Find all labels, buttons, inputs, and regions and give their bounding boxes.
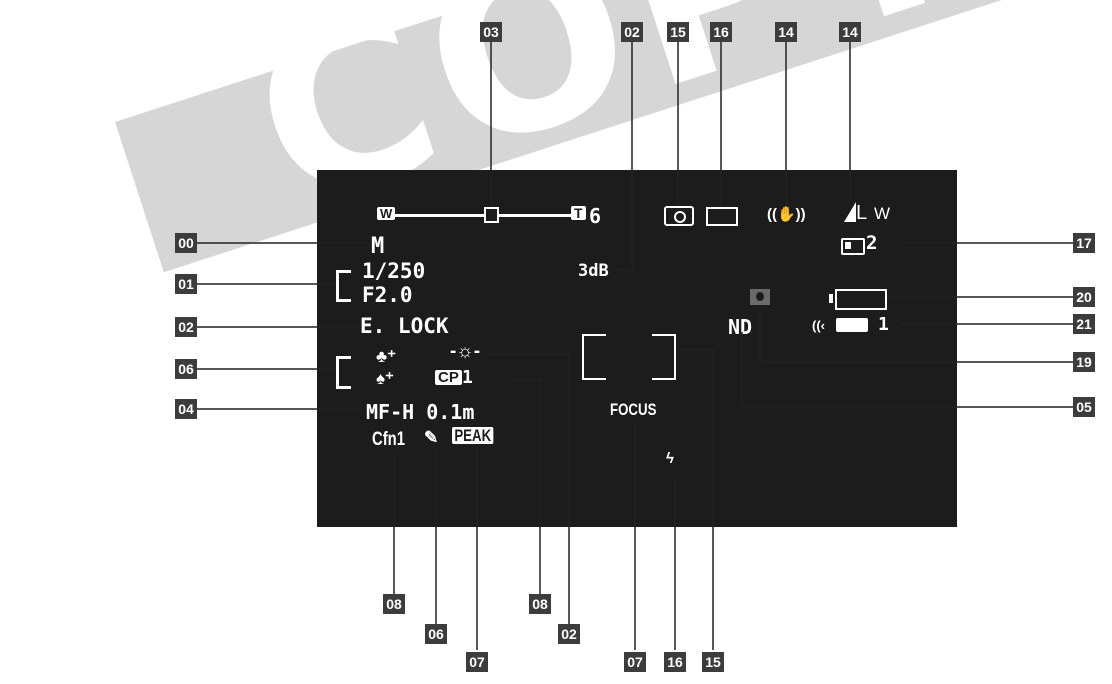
callout-14-top: 14 <box>775 22 797 42</box>
callout-04-left: 04 <box>175 399 197 419</box>
callout-00-left: 00 <box>175 233 197 253</box>
remote-battery-icon <box>836 318 868 332</box>
callout-08-bottom: 08 <box>383 594 405 614</box>
zoom-bar <box>395 214 571 217</box>
shutter-speed: 1/250 <box>362 259 426 283</box>
peaking-badge: PEAK <box>452 427 494 444</box>
callout-20-right: 20 <box>1073 287 1095 307</box>
battery-icon <box>835 289 887 310</box>
remote-battery-number: 1 <box>878 314 889 335</box>
callout-19-right: 19 <box>1073 352 1095 372</box>
zoom-wide-label: W <box>377 207 396 220</box>
nd-filter: ND <box>728 315 753 339</box>
callout-16-top: 16 <box>710 22 732 42</box>
focus-frame-left <box>582 334 606 380</box>
gain-value: 3dB <box>578 261 609 281</box>
callout-07-bottom-second: 07 <box>624 652 646 672</box>
lcd-screen <box>317 170 957 527</box>
memory-card-number: 2 <box>866 232 878 254</box>
callout-15-top: 15 <box>667 22 689 42</box>
callout-17-right: 17 <box>1073 233 1095 253</box>
callout-02-bottom: 02 <box>558 624 580 644</box>
zoom-value: 6 <box>589 204 602 228</box>
callout-06-left: 06 <box>175 359 197 379</box>
focus-frame-right <box>652 334 676 380</box>
image-quality: L <box>856 202 868 224</box>
exposure-lock: E. LOCK <box>360 314 449 338</box>
callout-14-top-second: 14 <box>839 22 861 42</box>
custom-preset-badge: CP <box>435 370 462 385</box>
selective-nr-icon: ♠⁺ <box>376 369 395 388</box>
callout-07-bottom: 07 <box>466 652 488 672</box>
callout-15-bottom: 15 <box>702 652 724 672</box>
image-quality-icon <box>844 202 856 222</box>
callout-21-right: 21 <box>1073 314 1095 334</box>
aspect-frame-icon <box>706 207 738 226</box>
skin-detail-icon: ♣⁺ <box>376 347 397 366</box>
callout-06-bottom: 06 <box>425 624 447 644</box>
custom-display-icon: ✎ <box>424 428 439 447</box>
metering-icon <box>664 206 694 226</box>
zoom-tele-label: T <box>571 206 586 220</box>
aperture: F2.0 <box>362 283 413 307</box>
memory-card-icon <box>841 238 865 255</box>
zoom-position-marker <box>484 207 499 223</box>
callout-02-left: 02 <box>175 317 197 337</box>
white-balance-icon: -☼- <box>450 341 481 362</box>
battery-terminal <box>829 294 833 303</box>
callout-16-bottom: 16 <box>664 652 686 672</box>
image-stabilizer-icon: ((✋)) <box>767 206 806 223</box>
callout-01-left: 01 <box>175 274 197 294</box>
image-aspect: W <box>874 204 891 223</box>
custom-function: Cfn1 <box>372 429 405 450</box>
nd-warning-icon <box>750 289 770 305</box>
shooting-mode: M <box>371 234 385 259</box>
callout-05-right: 05 <box>1073 397 1095 417</box>
exposure-bracket <box>336 270 351 302</box>
skin-detail-bracket <box>336 356 351 389</box>
remote-signal-icon: ((‹ <box>812 318 825 333</box>
callout-08-bottom-second: 08 <box>529 594 551 614</box>
callout-03-top: 03 <box>480 22 502 42</box>
focus-label: FOCUS <box>610 400 657 419</box>
custom-preset-value: 1 <box>462 367 473 388</box>
flash-icon: ϟ <box>666 450 674 467</box>
focus-readout: MF-H 0.1m <box>366 400 475 424</box>
callout-02-top: 02 <box>621 22 643 42</box>
